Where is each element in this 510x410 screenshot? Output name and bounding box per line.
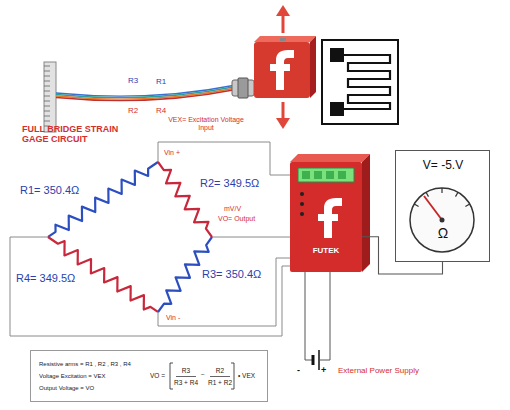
diagram-label: Vin - — [166, 314, 180, 322]
sensor-scale — [44, 62, 56, 132]
conditioner-top — [290, 154, 370, 162]
diagram-label: + — [321, 365, 326, 375]
bridge-wire — [212, 237, 290, 238]
led-digit — [338, 171, 346, 179]
logo-mark — [270, 64, 290, 71]
load-cell-side — [310, 36, 316, 98]
force-arrow — [276, 5, 290, 16]
force-arrow — [282, 102, 285, 120]
gauge-tab — [330, 48, 344, 62]
power-wire — [305, 272, 312, 360]
signal-wire — [362, 237, 443, 274]
led-digit — [326, 171, 334, 179]
resistor-r2 — [153, 158, 217, 240]
led-digit — [302, 171, 310, 179]
diagram-label: R2 — [128, 106, 138, 115]
force-arrow — [282, 14, 285, 33]
node-text: Ω — [438, 225, 448, 241]
load-cell-top — [254, 36, 316, 42]
meter-needle — [424, 196, 442, 220]
diagram-label: - — [297, 365, 300, 375]
cable-wire — [56, 90, 236, 101]
voltmeter-display: V= -5.V Ω — [395, 150, 490, 262]
diagram-label: − — [201, 371, 205, 378]
resistor-symbol — [45, 157, 162, 242]
diagram-label: R3 + R4 — [174, 379, 198, 386]
diagram-label: R3 — [128, 76, 138, 85]
needle-pivot — [440, 218, 445, 223]
diagram-label: VEX= Excitation Voltage Input — [160, 116, 252, 132]
formula-bracket — [170, 363, 173, 389]
diagram-label: External Power Supply — [338, 366, 419, 375]
bridge-wire — [158, 258, 290, 326]
diagram-label: • VEX — [238, 372, 255, 379]
diagram-label: R1 — [156, 77, 166, 86]
bridge-wire — [158, 142, 290, 175]
diagram-label: R2 — [216, 367, 224, 374]
signal-conditioner: FUTEK — [290, 162, 362, 272]
node-text: Voltage Excitation = VEX — [39, 373, 106, 380]
force-arrow — [276, 118, 290, 129]
diagram-label: R4 — [156, 106, 166, 115]
load-cell-body — [254, 42, 310, 98]
gauge-tab — [330, 102, 344, 116]
diagram-label: R4= 349.5Ω — [16, 272, 75, 285]
resistor-symbol — [153, 158, 217, 240]
fraction-bar — [210, 376, 230, 377]
node-text: V= -5.V — [423, 159, 463, 173]
button — [300, 212, 304, 216]
load-cell-thread — [280, 38, 286, 41]
led-display — [298, 168, 354, 182]
meter-dial — [410, 188, 474, 252]
cable-connector — [238, 78, 248, 98]
diagram-label: R3= 350.4Ω — [202, 268, 261, 281]
dial-ticks — [414, 188, 469, 207]
diagram-title: FULL BRIDGE STRAIN GAGE CIRCUIT — [22, 124, 134, 145]
fraction-bar — [176, 376, 196, 377]
diagram-label: R1= 350.4Ω — [20, 184, 79, 197]
resistor-r1 — [45, 157, 162, 242]
diagram-label: VO = — [150, 372, 165, 379]
strain-gauge-outline — [322, 40, 398, 124]
button — [300, 192, 304, 196]
logo-mark — [318, 214, 338, 221]
conditioner-body — [290, 162, 362, 272]
diagram-label: mV/V — [224, 205, 241, 213]
bridge-wire — [10, 237, 290, 336]
node-text: Resistive arms = R1 , R2 , R3 , R4 — [39, 361, 131, 368]
diagram-label: R3 — [182, 367, 190, 374]
diagram-label: R2= 349.5Ω — [200, 177, 259, 190]
led-digit — [314, 171, 322, 179]
strain-gauge-grid — [344, 55, 390, 109]
diagram-label: Vin + — [164, 149, 180, 157]
scale-ticks — [44, 66, 50, 126]
power-wire — [320, 272, 330, 360]
node-text: FUTEK — [313, 246, 340, 255]
button — [300, 202, 304, 206]
battery-plate — [318, 350, 320, 370]
conditioner-side — [362, 154, 370, 272]
diagram-label: VO= Output — [218, 215, 255, 223]
node-text: Output Voltage = VO — [39, 385, 94, 392]
diagram-label: R1 + R2 — [208, 379, 232, 386]
formula-box: Resistive arms = R1 , R2 , R3 , R4 Voltag… — [30, 350, 268, 402]
battery-plate — [312, 355, 315, 365]
